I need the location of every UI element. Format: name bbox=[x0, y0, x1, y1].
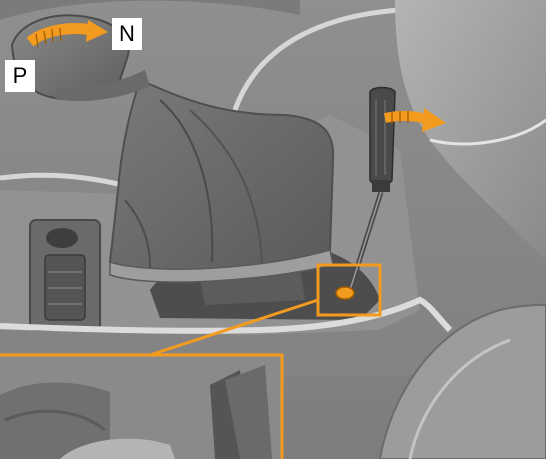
knob-collar bbox=[55, 70, 150, 102]
inset-border bbox=[0, 353, 284, 459]
label-neutral: N bbox=[112, 18, 142, 50]
rotate-arrow-icon bbox=[384, 108, 446, 132]
detail-inset bbox=[0, 355, 282, 459]
release-screw bbox=[335, 286, 355, 300]
callout-box bbox=[316, 263, 382, 317]
switch-knob bbox=[46, 228, 78, 248]
dashboard-highlight bbox=[232, 7, 401, 111]
boot-fold-1 bbox=[159, 99, 214, 263]
curved-arrow-icon bbox=[26, 20, 108, 48]
dashboard-top bbox=[0, 0, 300, 20]
boot-fold-2 bbox=[189, 109, 263, 266]
console-ridge bbox=[0, 296, 453, 334]
callout-leader bbox=[149, 298, 319, 357]
right-seat-seam bbox=[429, 118, 546, 146]
right-seat bbox=[395, 0, 546, 260]
screwdriver-icon bbox=[347, 86, 396, 291]
label-park: P bbox=[5, 60, 35, 92]
boot-fold-3 bbox=[124, 199, 151, 273]
